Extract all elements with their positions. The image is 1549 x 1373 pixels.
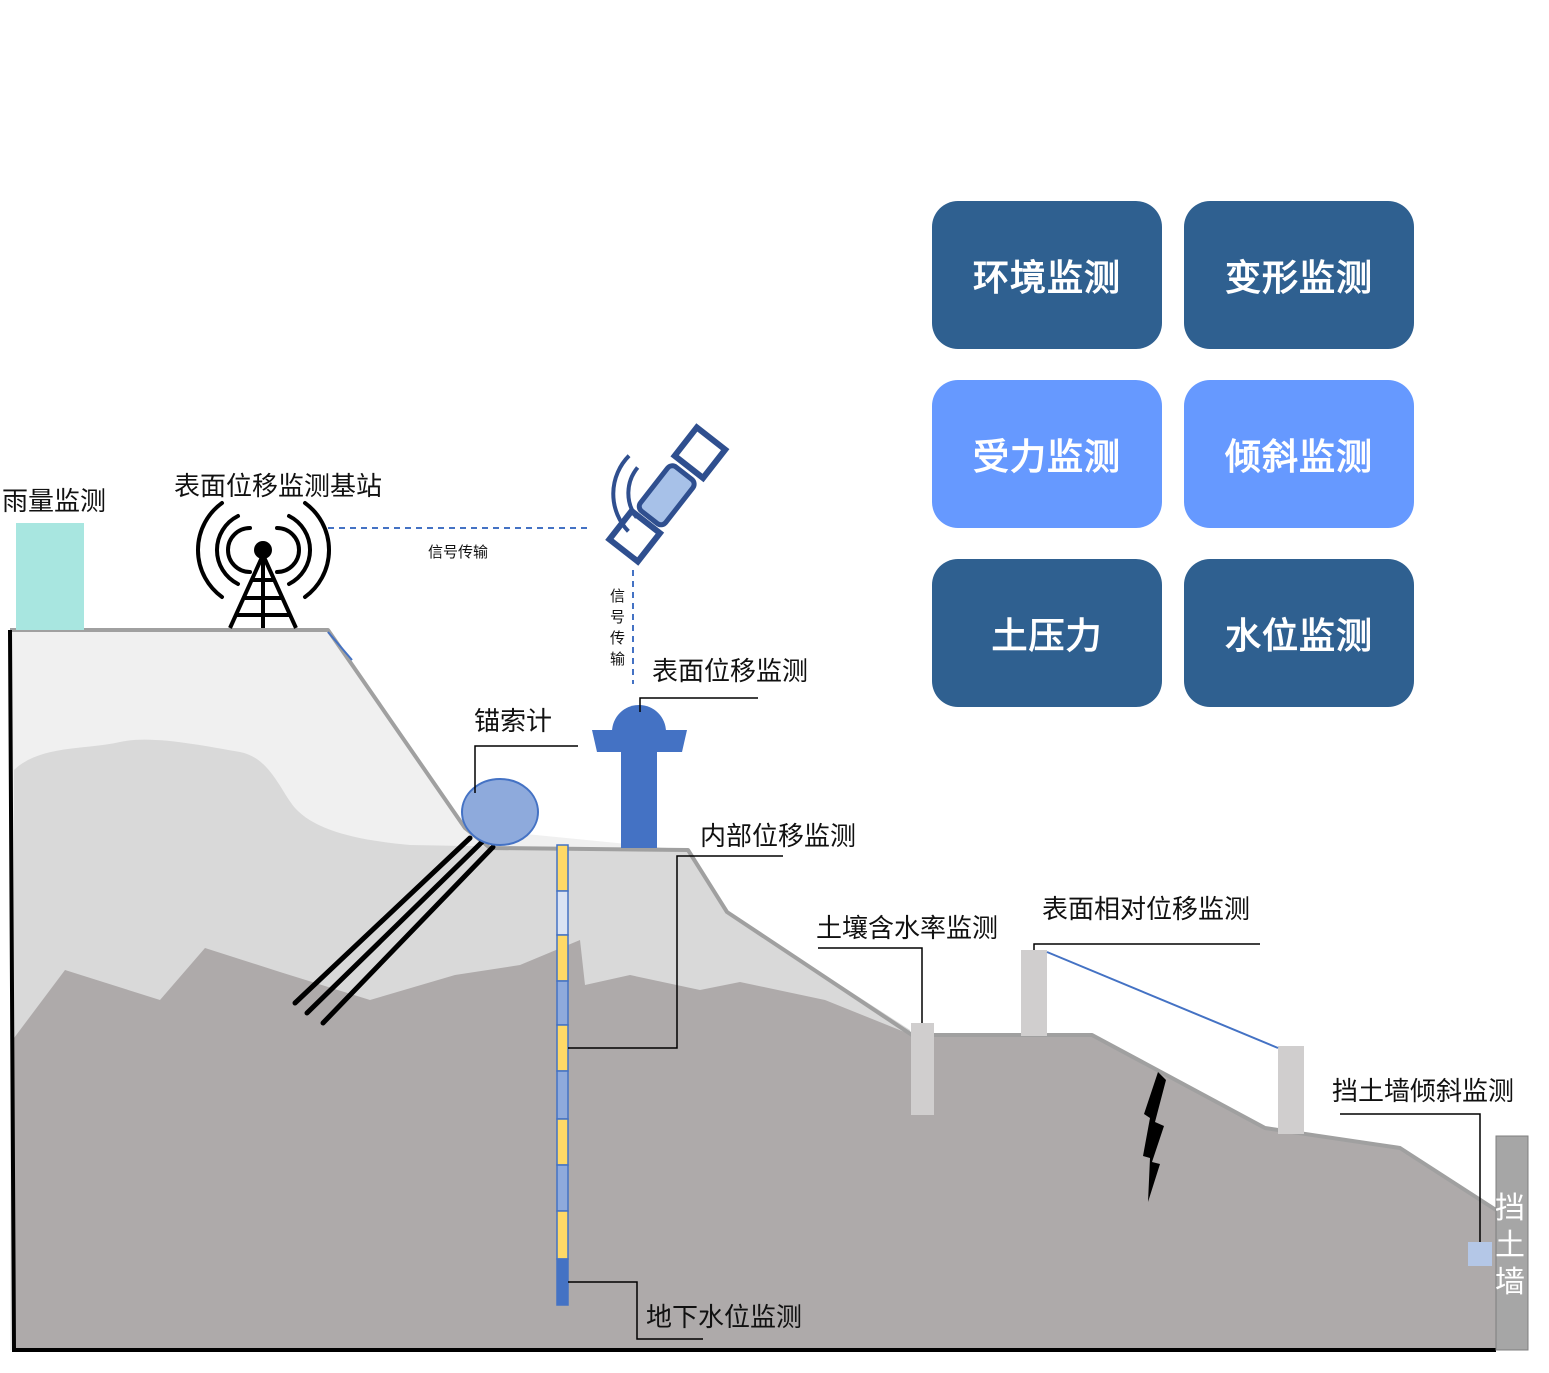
slope-outline-accent (327, 631, 353, 661)
signal-tower-icon (195, 501, 332, 629)
label-wall-1: 土 (1495, 1228, 1525, 1263)
label-anchor: 锚索计 (474, 707, 552, 737)
leader-relative-disp (1033, 943, 1260, 950)
leader-soil-moisture (818, 947, 923, 1023)
slope-outline (10, 628, 1498, 1212)
rain-gauge (16, 523, 84, 630)
label-signal-v-2: 传 (610, 629, 625, 647)
label-relative-disp: 表面相对位移监测 (1042, 895, 1250, 925)
leader-anchor (474, 745, 578, 793)
category-deformation-button[interactable]: 变形监测 (1184, 201, 1414, 349)
label-wall-0: 挡 (1495, 1191, 1525, 1226)
gnss-monitor-icon (592, 705, 687, 848)
terrain (8, 628, 1498, 1352)
label-signal-horizontal: 信号传输 (428, 543, 488, 561)
category-water-level-button[interactable]: 水位监测 (1184, 559, 1414, 707)
retaining-wall (1495, 1135, 1529, 1351)
label-wall-tilt: 挡土墙倾斜监测 (1332, 1077, 1514, 1107)
label-soil-moisture: 土壤含水率监测 (816, 914, 998, 944)
label-signal-v-0: 信 (610, 587, 625, 605)
category-tilt-button[interactable]: 倾斜监测 (1184, 380, 1414, 528)
crack-icon (1143, 1072, 1166, 1202)
leader-wall-tilt (1340, 1113, 1481, 1242)
category-environment-button[interactable]: 环境监测 (932, 201, 1162, 349)
category-earth-pressure-button[interactable]: 土压力 (932, 559, 1162, 707)
slope-lower-layer (14, 940, 1496, 1350)
relative-disp-wire (1046, 951, 1279, 1049)
leader-surface-disp (639, 697, 758, 712)
inclinometer-column (556, 844, 569, 1306)
ground-boundary (8, 629, 1496, 1352)
label-surface-disp: 表面位移监测 (652, 657, 808, 687)
label-base-station: 表面位移监测基站 (174, 472, 382, 502)
relative-disp-post-right (1278, 1046, 1304, 1134)
anchor-cables (292, 835, 496, 1026)
leader-internal-disp (568, 855, 783, 1049)
satellite-icon (605, 423, 730, 566)
label-internal-disp: 内部位移监测 (700, 822, 856, 852)
soil-moisture-sensor (911, 1023, 934, 1115)
label-signal-v-3: 输 (610, 650, 625, 668)
label-groundwater: 地下水位监测 (646, 1303, 802, 1333)
anchor-meter (461, 778, 539, 846)
category-force-button[interactable]: 受力监测 (932, 380, 1162, 528)
leader-groundwater (568, 1281, 703, 1340)
wall-tilt-sensor (1468, 1242, 1492, 1266)
label-wall-2: 墙 (1495, 1265, 1525, 1300)
label-rain-monitoring: 雨量监测 (2, 487, 106, 517)
relative-disp-post-left (1021, 950, 1047, 1036)
label-signal-v-1: 号 (610, 608, 625, 626)
